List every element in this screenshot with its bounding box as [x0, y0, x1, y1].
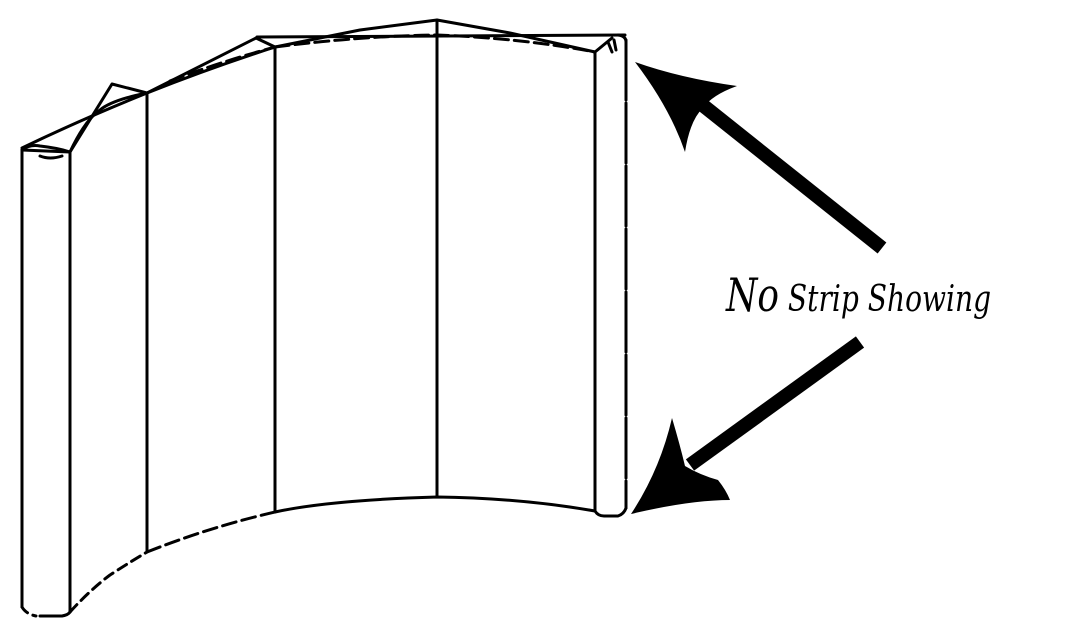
top-frame	[20, 18, 627, 154]
right-end-pole	[593, 33, 628, 518]
callout-word-no: No	[726, 268, 780, 322]
callout-rest: Strip Showing	[779, 279, 992, 320]
upper-arrow-icon	[635, 62, 887, 254]
bottom-edge	[68, 495, 597, 614]
callout-label: No Strip Showing	[726, 268, 991, 322]
left-end-pole	[20, 144, 72, 618]
lower-arrow-icon	[631, 336, 865, 514]
panel-seams	[145, 20, 597, 554]
